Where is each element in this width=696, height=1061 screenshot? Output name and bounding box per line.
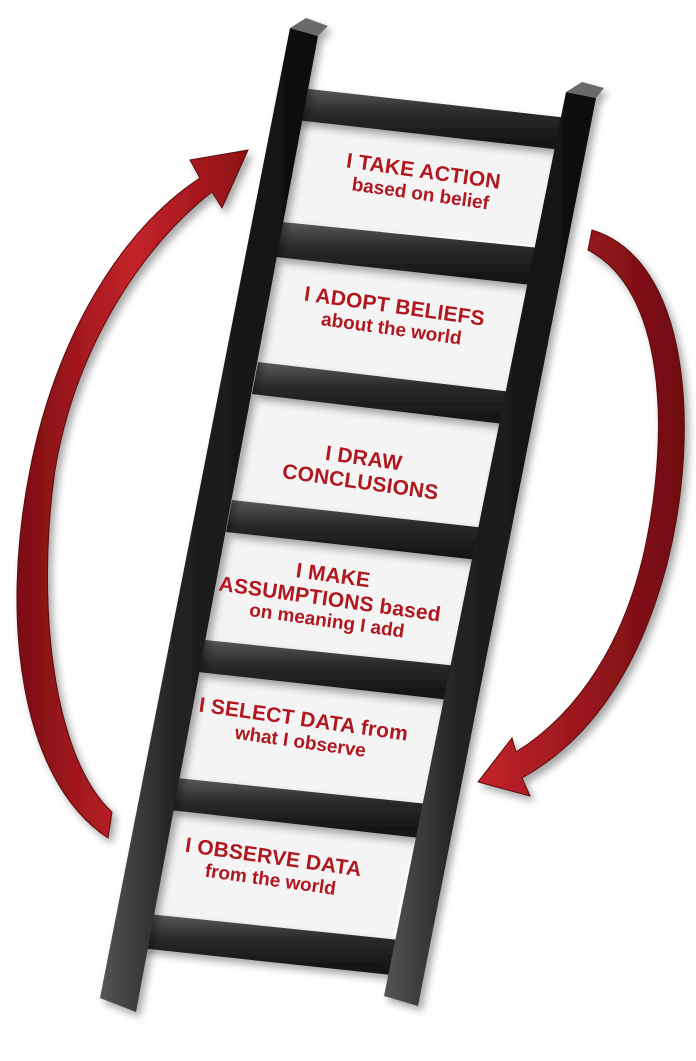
ladder-rails <box>100 18 604 1012</box>
rung-2 <box>276 222 540 285</box>
right-down-arrow <box>477 229 685 797</box>
rung-3 <box>252 362 512 424</box>
ladder-boards <box>148 120 556 948</box>
rung-5 <box>198 640 458 700</box>
right-rail <box>384 92 596 1006</box>
rung-6 <box>170 778 428 838</box>
rung-4 <box>226 500 486 560</box>
ladder-rungs <box>140 88 568 975</box>
rung-7 <box>140 914 400 975</box>
left-up-arrow <box>16 149 249 839</box>
rung-1 <box>296 88 568 150</box>
left-rail <box>100 28 318 1012</box>
